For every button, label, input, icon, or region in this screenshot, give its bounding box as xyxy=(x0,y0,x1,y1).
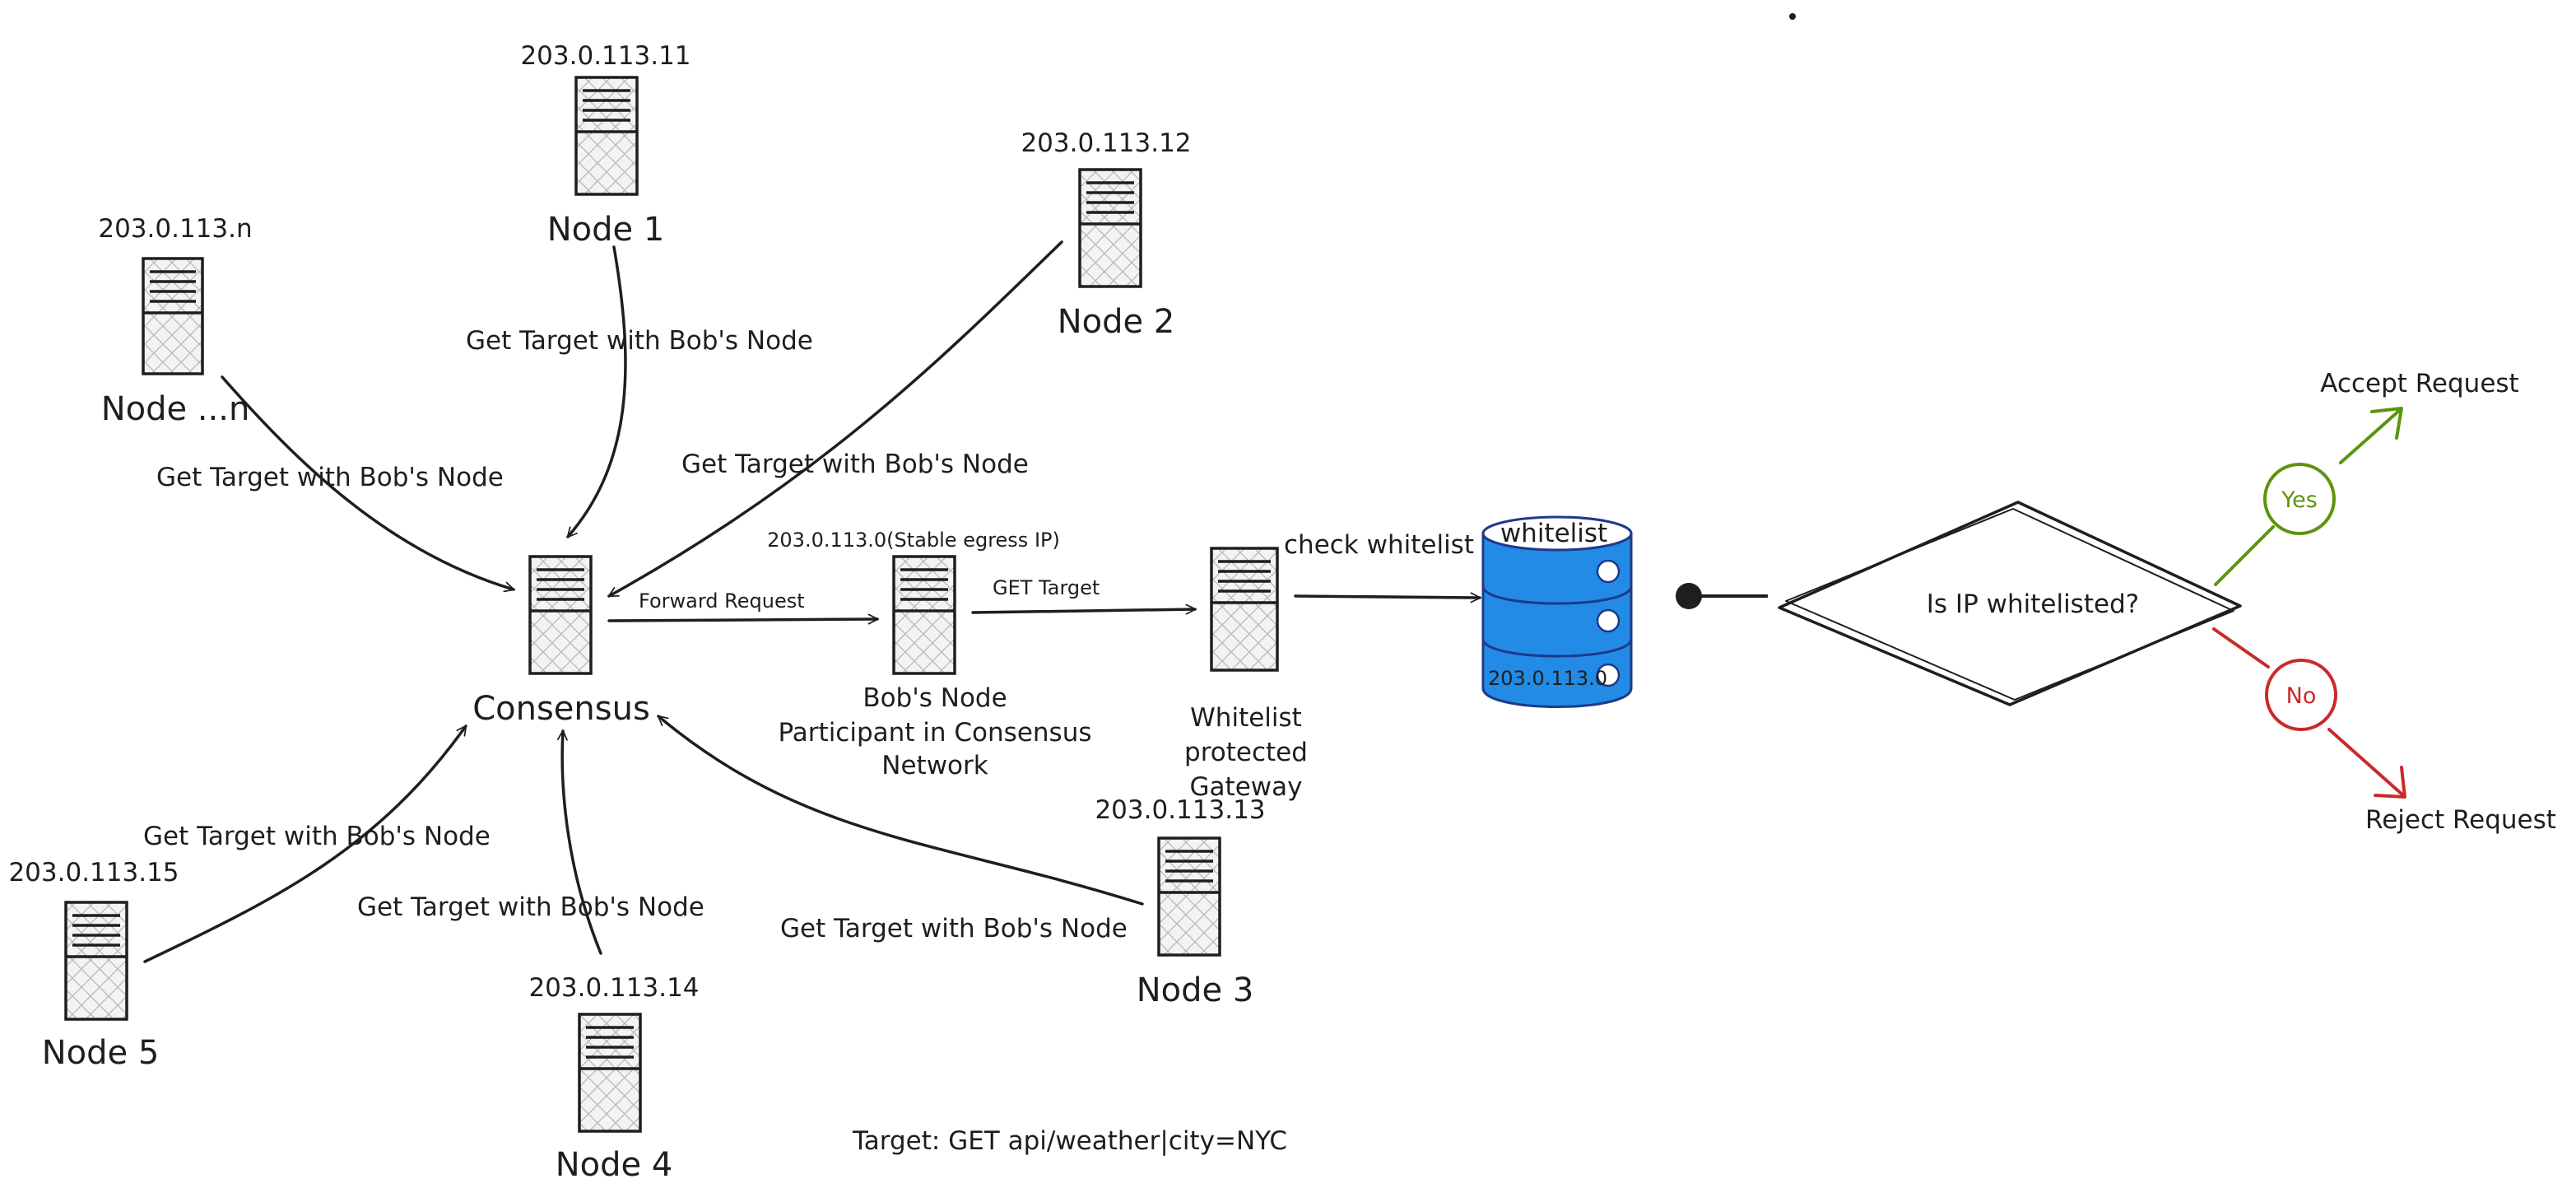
arrow-check-whitelist xyxy=(1294,596,1480,598)
no-arrowhead xyxy=(2374,766,2406,799)
node-n-ip: 203.0.113.n xyxy=(98,214,252,244)
node-5-ip: 203.0.113.15 xyxy=(8,858,179,888)
consensus-label: Consensus xyxy=(472,690,650,728)
server-gateway[interactable] xyxy=(1210,547,1279,672)
yes-badge[interactable] xyxy=(2263,463,2336,535)
reject-request-label: Reject Request xyxy=(2365,805,2556,835)
node-1-ip: 203.0.113.11 xyxy=(520,41,690,71)
gateway-label-1: Whitelist xyxy=(1190,703,1302,733)
bobs-node-label-2: Participant in Consensus xyxy=(779,718,1092,748)
node-2-ip: 203.0.113.12 xyxy=(1021,128,1191,158)
node-5-label: Node 5 xyxy=(42,1034,160,1072)
database-entry: 203.0.113.0 xyxy=(1488,667,1607,690)
server-bobs-node[interactable] xyxy=(892,555,956,675)
edge-label-node-n: Get Target with Bob's Node xyxy=(156,463,504,492)
server-node-3[interactable] xyxy=(1157,836,1221,957)
bobs-node-label-1: Bob's Node xyxy=(863,683,1007,713)
arrow-get-target xyxy=(971,609,1195,613)
gateway-label-3: Gateway xyxy=(1190,772,1303,802)
server-consensus[interactable] xyxy=(528,555,593,675)
server-node-4[interactable] xyxy=(578,1013,642,1133)
server-node-2[interactable] xyxy=(1078,168,1142,288)
edge-label-node-3: Get Target with Bob's Node xyxy=(780,914,1128,943)
node-3-ip: 203.0.113.13 xyxy=(1095,795,1265,825)
yes-arrowhead xyxy=(2370,407,2403,440)
edge-label-check-whitelist: check whitelist xyxy=(1284,530,1474,560)
edge-label-node-2: Get Target with Bob's Node xyxy=(681,450,1029,479)
no-line-in xyxy=(2212,627,2270,669)
node-2-label: Node 2 xyxy=(1058,303,1175,341)
server-node-n[interactable] xyxy=(142,257,204,375)
bobs-node-label-3: Network xyxy=(881,751,988,780)
no-label: No xyxy=(2286,683,2317,709)
server-node-5[interactable] xyxy=(64,901,128,1021)
arrow-node-n-to-consensus xyxy=(221,375,514,589)
decision-question: Is IP whitelisted? xyxy=(1927,589,2139,619)
arrow-node-1-to-consensus xyxy=(566,245,627,537)
node-1-label: Node 1 xyxy=(547,211,665,249)
arrow-node-5-to-consensus xyxy=(143,726,467,963)
stray-dot xyxy=(1789,13,1796,20)
bobs-node-ip: 203.0.113.0(Stable egress IP) xyxy=(767,529,1060,552)
yes-label: Yes xyxy=(2281,487,2318,513)
no-line-out xyxy=(2327,728,2405,797)
target-footer: Target: GET api/weather|city=NYC xyxy=(852,1126,1287,1156)
node-3-label: Node 3 xyxy=(1137,971,1254,1009)
server-node-1[interactable] xyxy=(574,76,639,196)
accept-request-label: Accept Request xyxy=(2320,369,2518,398)
node-n-label: Node ...n xyxy=(101,390,250,428)
node-4-ip: 203.0.113.14 xyxy=(528,973,699,1003)
arrow-node-4-to-consensus xyxy=(562,731,602,955)
yes-line-in xyxy=(2214,525,2275,586)
arrow-node-2-to-consensus xyxy=(609,240,1063,598)
arrow-forward-request xyxy=(607,619,877,621)
no-badge[interactable] xyxy=(2265,659,2337,731)
node-4-label: Node 4 xyxy=(556,1146,673,1184)
database-title: whitelist xyxy=(1500,519,1607,548)
whitelist-database[interactable] xyxy=(1481,515,1633,708)
yes-line-out xyxy=(2339,408,2402,464)
arrow-node-3-to-consensus xyxy=(658,715,1144,906)
edge-label-node-5: Get Target with Bob's Node xyxy=(143,822,491,851)
decision-diamond[interactable] xyxy=(1778,501,2242,706)
edge-label-node-4: Get Target with Bob's Node xyxy=(357,892,704,922)
edge-label-forward-request: Forward Request xyxy=(639,589,805,613)
edge-label-get-target: GET Target xyxy=(993,576,1100,599)
edge-label-node-1: Get Target with Bob's Node xyxy=(466,326,813,356)
gateway-label-2: protected xyxy=(1184,738,1308,767)
